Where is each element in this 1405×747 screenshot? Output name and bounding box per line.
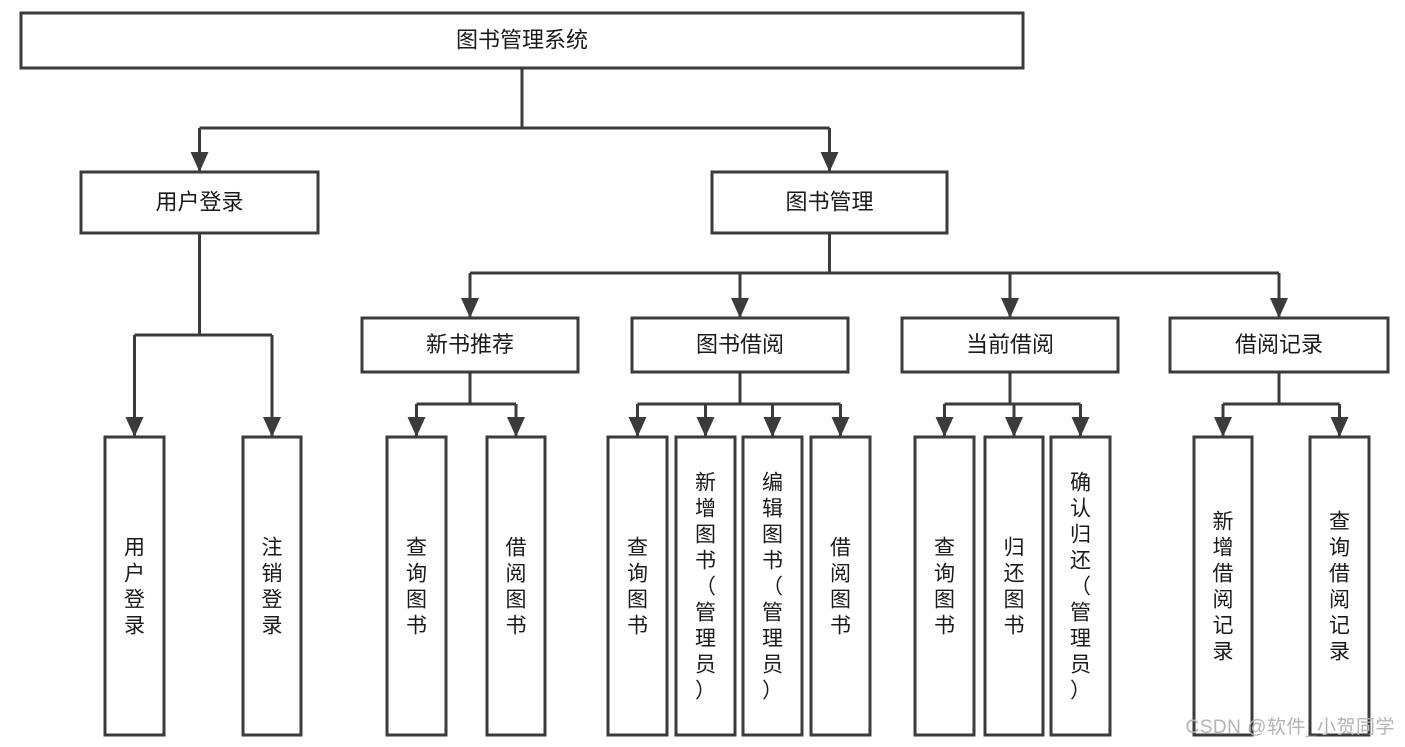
arrow-leaf-query-book-current (935, 417, 954, 437)
node-box-leaf-query-book-current (913, 435, 976, 737)
node-leaf-logout-login[interactable]: 注销登录 (241, 435, 303, 737)
arrow-new-book-recommend (461, 298, 479, 318)
node-box-current-borrow (900, 316, 1120, 374)
arrow-leaf-borrow-book-borrow (831, 417, 850, 437)
arrow-leaf-logout-login (263, 417, 281, 437)
node-boxes: 图书管理系统用户登录图书管理新书推荐图书借阅当前借阅借阅记录用户登录注销登录查询… (19, 11, 1390, 737)
node-label-root: 图书管理系统 (456, 27, 588, 52)
node-leaf-query-book-rec[interactable]: 查询图书 (385, 435, 448, 737)
node-box-leaf-query-book-borrow (606, 435, 669, 737)
node-leaf-add-book-admin[interactable]: 新增图书（管理员） (674, 435, 737, 737)
arrow-leaf-user-login (125, 417, 144, 437)
node-label-leaf-edit-book-admin: 编辑图书（管理员） (762, 471, 783, 702)
node-label-leaf-query-borrow-record: 查询借阅记录 (1329, 510, 1350, 663)
node-leaf-borrow-book-borrow[interactable]: 借阅图书 (809, 435, 872, 737)
node-label-borrow-record: 借阅记录 (1235, 332, 1323, 357)
node-label-leaf-logout-login: 注销登录 (262, 536, 283, 637)
node-box-leaf-borrow-book-rec (485, 435, 547, 737)
connector-lines (125, 68, 1349, 437)
node-box-borrow-record (1168, 316, 1390, 374)
node-leaf-confirm-return-admin[interactable]: 确认归还（管理员） (1049, 435, 1112, 737)
node-label-new-book-recommend: 新书推荐 (426, 332, 514, 357)
arrow-leaf-query-borrow-record (1330, 417, 1349, 437)
node-box-book-manage (710, 170, 949, 235)
arrow-current-borrow (1001, 298, 1019, 318)
arrow-book-borrow (731, 298, 749, 318)
arrow-leaf-confirm-return-admin (1071, 417, 1090, 437)
node-box-leaf-query-borrow-record (1308, 435, 1371, 737)
node-box-new-book-recommend (360, 316, 580, 374)
node-box-leaf-logout-login (241, 435, 303, 737)
arrow-leaf-add-book-admin (696, 417, 715, 437)
arrow-borrow-record (1270, 298, 1288, 318)
node-box-leaf-edit-book-admin (741, 435, 804, 737)
node-box-user-login (79, 170, 320, 235)
node-label-leaf-user-login: 用户登录 (124, 536, 145, 637)
node-leaf-user-login[interactable]: 用户登录 (103, 435, 166, 737)
node-user-login[interactable]: 用户登录 (79, 170, 320, 235)
arrow-leaf-borrow-book-rec (507, 417, 525, 437)
node-box-leaf-query-book-rec (385, 435, 448, 737)
node-leaf-query-book-borrow[interactable]: 查询图书 (606, 435, 669, 737)
arrow-book-manage (820, 152, 839, 172)
arrow-leaf-edit-book-admin (763, 417, 782, 437)
node-label-leaf-query-book-borrow: 查询图书 (627, 536, 648, 637)
node-label-book-manage: 图书管理 (785, 189, 873, 214)
arrow-leaf-query-book-borrow (628, 417, 647, 437)
arrow-user-login (190, 152, 209, 172)
node-label-book-borrow: 图书借阅 (696, 332, 784, 357)
node-label-leaf-add-book-admin: 新增图书（管理员） (695, 471, 716, 702)
node-leaf-query-book-current[interactable]: 查询图书 (913, 435, 976, 737)
node-box-leaf-user-login (103, 435, 166, 737)
node-label-leaf-borrow-book-rec: 借阅图书 (506, 536, 527, 637)
arrow-leaf-add-borrow-record (1214, 417, 1232, 437)
node-box-leaf-add-borrow-record (1192, 435, 1254, 737)
arrow-leaf-query-book-rec (407, 417, 426, 437)
node-current-borrow[interactable]: 当前借阅 (900, 316, 1120, 374)
node-leaf-return-book[interactable]: 归还图书 (983, 435, 1045, 737)
node-label-leaf-add-borrow-record: 新增借阅记录 (1213, 510, 1234, 663)
node-leaf-add-borrow-record[interactable]: 新增借阅记录 (1192, 435, 1254, 737)
node-box-leaf-add-book-admin (674, 435, 737, 737)
node-label-leaf-return-book: 归还图书 (1004, 536, 1025, 637)
node-label-leaf-confirm-return-admin: 确认归还（管理员） (1070, 471, 1091, 702)
node-box-book-borrow (630, 316, 850, 374)
node-new-book-recommend[interactable]: 新书推荐 (360, 316, 580, 374)
node-leaf-borrow-book-rec[interactable]: 借阅图书 (485, 435, 547, 737)
node-box-leaf-confirm-return-admin (1049, 435, 1112, 737)
node-leaf-query-borrow-record[interactable]: 查询借阅记录 (1308, 435, 1371, 737)
node-label-leaf-query-book-rec: 查询图书 (406, 536, 427, 637)
node-label-user-login: 用户登录 (155, 189, 243, 214)
node-book-borrow[interactable]: 图书借阅 (630, 316, 850, 374)
node-label-leaf-query-book-current: 查询图书 (934, 536, 955, 637)
node-box-leaf-return-book (983, 435, 1045, 737)
node-book-manage[interactable]: 图书管理 (710, 170, 949, 235)
node-borrow-record[interactable]: 借阅记录 (1168, 316, 1390, 374)
node-box-root (19, 11, 1025, 70)
node-root[interactable]: 图书管理系统 (19, 11, 1025, 70)
watermark-text: CSDN @软件_小贺同学 (1185, 717, 1395, 738)
node-label-leaf-borrow-book-borrow: 借阅图书 (830, 536, 851, 637)
node-box-leaf-borrow-book-borrow (809, 435, 872, 737)
arrow-leaf-return-book (1005, 417, 1023, 437)
node-label-current-borrow: 当前借阅 (966, 332, 1054, 357)
node-leaf-edit-book-admin[interactable]: 编辑图书（管理员） (741, 435, 804, 737)
